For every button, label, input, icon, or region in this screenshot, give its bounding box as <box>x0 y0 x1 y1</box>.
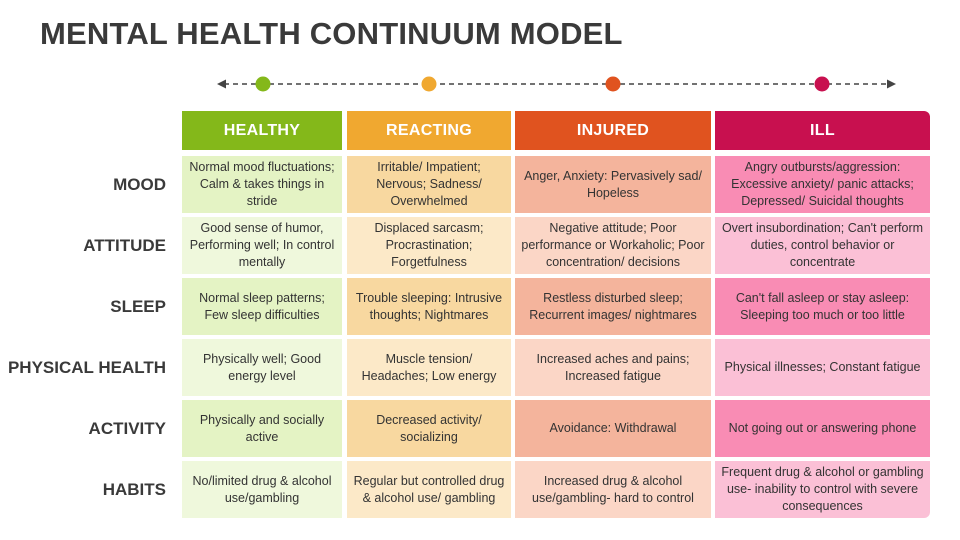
table-cell: Increased aches and pains; Increased fat… <box>515 339 711 396</box>
table-cell: Normal sleep patterns; Few sleep difficu… <box>182 278 342 335</box>
table-cell: Not going out or answering phone <box>715 400 930 457</box>
row-label-attitude: ATTITUDE <box>83 235 166 255</box>
table-cell: Can't fall asleep or stay asleep: Sleepi… <box>715 278 930 335</box>
row-label-mood: MOOD <box>113 174 166 194</box>
table-cell: Muscle tension/ Headaches; Low energy <box>347 339 511 396</box>
table-cell: Physical illnesses; Constant fatigue <box>715 339 930 396</box>
row-label-physical-health: PHYSICAL HEALTH <box>7 357 166 377</box>
row-label-habits: HABITS <box>102 479 166 499</box>
injured-dot-icon <box>605 76 621 92</box>
table-cell: Normal mood fluctuations; Calm & takes t… <box>182 156 342 213</box>
table-cell: Trouble sleeping: Intrusive thoughts; Ni… <box>347 278 511 335</box>
reacting-dot-icon <box>421 76 437 92</box>
table-cell: Physically well; Good energy level <box>182 339 342 396</box>
row-label-activity: ACTIVITY <box>88 418 166 438</box>
column-header-healthy: HEALTHY <box>182 111 342 150</box>
table-cell: Displaced sarcasm; Procrastination; Forg… <box>347 217 511 274</box>
arrow-left-head-icon <box>217 79 226 89</box>
ill-dot-icon <box>814 76 830 92</box>
column-header-injured: INJURED <box>515 111 711 150</box>
table-cell: Physically and socially active <box>182 400 342 457</box>
arrow-right-head-icon <box>887 79 896 89</box>
table-cell: Decreased activity/ socializing <box>347 400 511 457</box>
table-cell: Avoidance: Withdrawal <box>515 400 711 457</box>
column-header-ill: ILL <box>715 111 930 150</box>
table-cell: Anger, Anxiety: Pervasively sad/ Hopeles… <box>515 156 711 213</box>
continuum-arrow <box>217 76 896 92</box>
page-title: MENTAL HEALTH CONTINUUM MODEL <box>40 16 623 51</box>
table-cell: No/limited drug & alcohol use/gambling <box>182 461 342 518</box>
table-cell: Angry outbursts/aggression: Excessive an… <box>715 156 930 213</box>
table-cell: Overt insubordination; Can't perform dut… <box>715 217 930 274</box>
table-cell: Good sense of humor, Performing well; In… <box>182 217 342 274</box>
table-cell: Negative attitude; Poor performance or W… <box>515 217 711 274</box>
table-cell: Increased drug & alcohol use/gambling- h… <box>515 461 711 518</box>
column-header-reacting: REACTING <box>347 111 511 150</box>
healthy-dot-icon <box>255 76 271 92</box>
table-cell: Regular but controlled drug & alcohol us… <box>347 461 511 518</box>
table-cell: Irritable/ Impatient; Nervous; Sadness/ … <box>347 156 511 213</box>
table-cell: Restless disturbed sleep; Recurrent imag… <box>515 278 711 335</box>
table-cell: Frequent drug & alcohol or gambling use-… <box>715 461 930 518</box>
row-label-sleep: SLEEP <box>110 296 166 316</box>
